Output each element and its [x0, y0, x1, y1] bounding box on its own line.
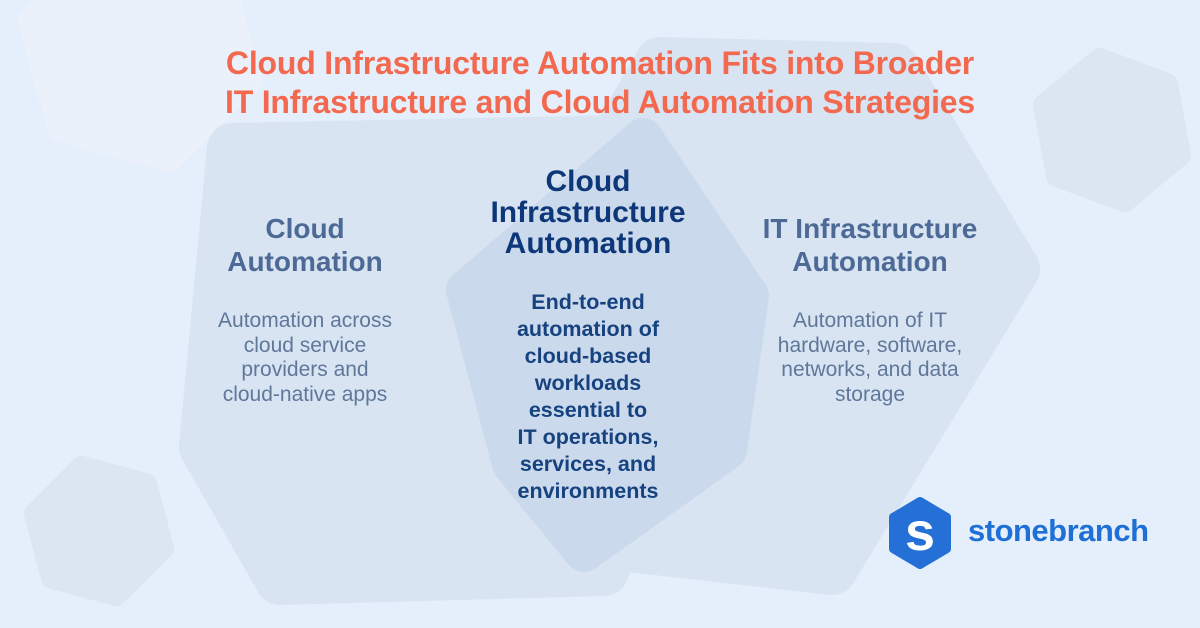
section-cloud-infrastructure-automation: Cloud Infrastructure Automation End-to-e…: [443, 166, 733, 505]
page-title: Cloud Infrastructure Automation Fits int…: [0, 44, 1200, 122]
it-infrastructure-automation-description: Automation of IT hardware, software, net…: [723, 309, 1017, 407]
heading-line: IT Infrastructure: [762, 213, 978, 244]
cloud-infrastructure-automation-description: End-to-end automation of cloud-based wor…: [443, 289, 733, 505]
title-line-1: Cloud Infrastructure Automation Fits int…: [225, 45, 975, 81]
body-line: Automation across: [218, 309, 392, 332]
body-line: workloads: [534, 371, 642, 395]
body-line: cloud service: [243, 333, 367, 357]
body-line: Automation of IT: [792, 309, 948, 332]
body-line: automation of: [516, 317, 660, 341]
body-line: cloud-native apps: [222, 382, 388, 406]
accent-hexagon-bottom-left: [24, 456, 174, 606]
brand-wordmark: stonebranch: [968, 513, 1149, 548]
center-hexagon: [446, 118, 769, 572]
body-line: services, and: [519, 452, 657, 476]
body-line: essential to: [528, 398, 648, 422]
cloud-automation-description: Automation across cloud service provider…: [158, 309, 452, 407]
body-line: networks, and data: [781, 358, 959, 381]
cloud-automation-heading: Cloud Automation: [158, 212, 452, 278]
section-it-infrastructure-automation: IT Infrastructure Automation Automation …: [723, 212, 1017, 407]
stonebranch-logo: s stonebranch: [888, 497, 1149, 569]
body-line: environments: [517, 479, 659, 503]
body-line: storage: [834, 382, 906, 406]
body-line: End-to-end: [531, 290, 645, 314]
heading-line: Cloud: [545, 165, 631, 198]
heading-line: Cloud: [265, 213, 345, 244]
section-cloud-automation: Cloud Automation Automation across cloud…: [158, 212, 452, 407]
title-line-2: IT Infrastructure and Cloud Automation S…: [225, 84, 975, 120]
logo-monogram: s: [905, 502, 935, 562]
accent-hexagon-top-right: [1033, 48, 1191, 212]
it-infrastructure-automation-heading: IT Infrastructure Automation: [723, 212, 1017, 278]
stonebranch-hexagon-icon: s: [889, 497, 951, 569]
body-line: hardware, software,: [777, 333, 963, 357]
heading-line: Automation: [792, 246, 948, 277]
body-line: cloud-based: [524, 344, 652, 368]
hexagon-shape: [889, 497, 951, 569]
heading-line: Infrastructure: [490, 196, 686, 229]
heading-line: Automation: [504, 227, 672, 260]
faint-hexagon-top-left: [18, 0, 262, 172]
body-line: IT operations,: [517, 425, 659, 449]
body-line: providers and: [241, 358, 369, 381]
heading-line: Automation: [227, 246, 383, 277]
cloud-infrastructure-automation-heading: Cloud Infrastructure Automation: [443, 166, 733, 259]
